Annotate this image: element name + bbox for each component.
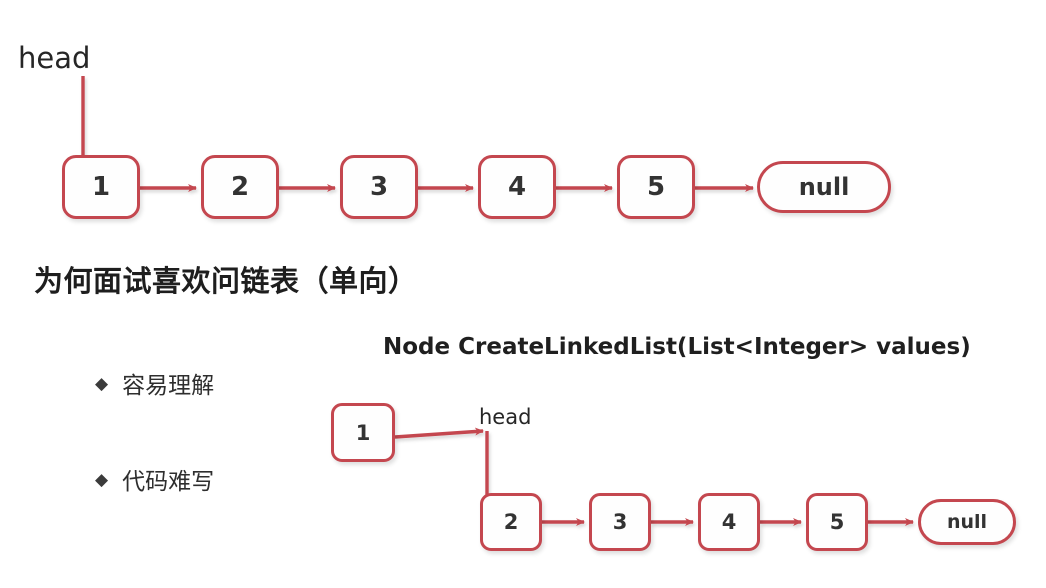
linked-list-node-2-bottom[interactable]: 2 (480, 493, 542, 551)
diamond-bullet-icon: ◆ (95, 373, 109, 393)
linked-list-node-4-bottom[interactable]: 4 (698, 493, 760, 551)
head-label-bottom: head (479, 405, 532, 429)
linked-list-node-3-bottom[interactable]: 3 (589, 493, 651, 551)
list-item-label: 容易理解 (122, 373, 215, 399)
arrow-1-to-head-bottom (394, 427, 484, 439)
list-item: ◆ 容易理解 (95, 366, 214, 400)
diamond-bullet-icon: ◆ (95, 469, 109, 489)
linked-list-node-1-top[interactable]: 1 (62, 155, 140, 219)
linked-list-null-terminator-top[interactable]: null (757, 161, 891, 213)
linked-list-node-5-top[interactable]: 5 (617, 155, 695, 219)
linked-list-node-5-bottom[interactable]: 5 (806, 493, 868, 551)
linked-list-node-2-top[interactable]: 2 (201, 155, 279, 219)
list-item-label: 代码难写 (122, 469, 215, 495)
page-title: 为何面试喜欢问链表（单向） (34, 264, 418, 298)
head-label-top: head (18, 41, 91, 75)
linked-list-node-3-top[interactable]: 3 (340, 155, 418, 219)
linked-list-node-4-top[interactable]: 4 (478, 155, 556, 219)
list-item: ◆ 代码难写 (95, 462, 214, 496)
linked-list-null-terminator-bottom[interactable]: null (918, 499, 1016, 545)
linked-list-node-1-bottom[interactable]: 1 (331, 403, 395, 462)
method-signature-label: Node CreateLinkedList(List<Integer> valu… (383, 334, 971, 360)
